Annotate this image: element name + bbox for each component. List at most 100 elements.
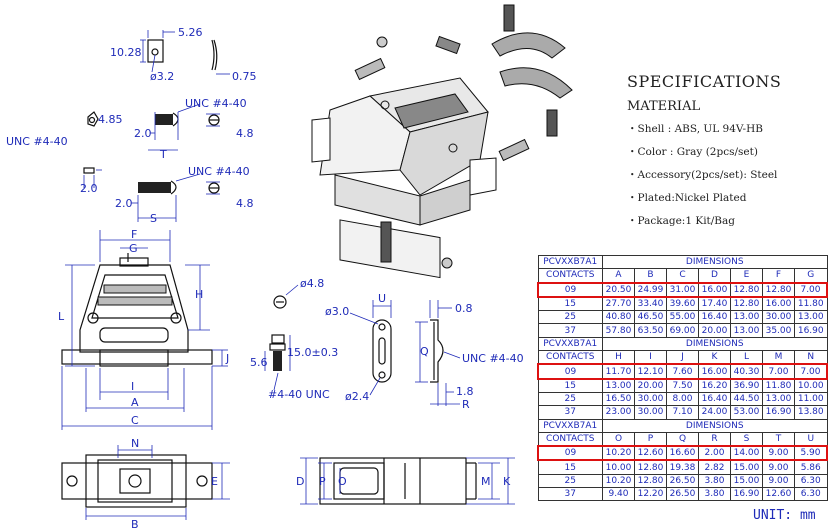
- label-i: I: [131, 380, 134, 393]
- label-n: N: [131, 437, 139, 450]
- column-header-cell: C: [666, 268, 699, 284]
- dimension-value-cell: 7.50: [666, 378, 699, 393]
- dimension-value-cell: 10.20: [602, 473, 635, 489]
- label-18: 1.8: [456, 385, 474, 398]
- label-d: D: [296, 475, 304, 488]
- label-unc-4: #4-40 UNC: [268, 388, 330, 401]
- dimension-value-cell: 16.50: [602, 391, 635, 407]
- dimension-value-cell: 16.20: [698, 378, 731, 393]
- column-header-cell: S: [730, 431, 763, 447]
- dimension-value-cell: 46.50: [634, 310, 667, 325]
- column-header-cell: F: [762, 268, 795, 284]
- dimension-value-cell: 31.00: [666, 281, 699, 298]
- dimension-value-cell: 16.00: [762, 296, 795, 312]
- dimension-value-cell: 17.40: [698, 296, 731, 312]
- label-g: G: [129, 242, 138, 255]
- dimension-value-cell: 9.00: [762, 445, 795, 462]
- dimension-value-cell: 11.70: [602, 363, 635, 380]
- dimension-value-cell: 13.80: [794, 405, 828, 420]
- column-header-cell: N: [794, 350, 828, 365]
- dimension-value-cell: 7.00: [794, 363, 828, 380]
- column-header-cell: E: [730, 268, 763, 284]
- contacts-cell: 09: [537, 363, 603, 380]
- column-header-cell: D: [698, 268, 731, 284]
- dimension-value-cell: 36.90: [730, 378, 763, 393]
- dimension-value-cell: 44.50: [730, 391, 763, 407]
- exploded-iso-view: [311, 4, 573, 279]
- column-header-cell: A: [602, 268, 635, 284]
- dimension-value-cell: 16.40: [698, 310, 731, 325]
- label-r: R: [462, 398, 470, 411]
- column-header-cell: G: [794, 268, 828, 284]
- dimension-value-cell: 12.80: [730, 296, 763, 312]
- contacts-cell: 15: [537, 378, 603, 393]
- dimension-value-cell: 2.00: [698, 445, 731, 462]
- label-08: 0.8: [455, 302, 473, 315]
- contacts-cell: 37: [537, 405, 603, 420]
- label-48c: ø4.8: [300, 277, 324, 290]
- dimension-value-cell: 30.00: [762, 310, 795, 325]
- spec-shell: ・Shell : ABS, UL 94V-HB: [627, 123, 763, 135]
- label-56: 5.6: [250, 356, 268, 369]
- dimension-value-cell: 16.90: [794, 323, 828, 338]
- dimension-value-cell: 26.50: [666, 487, 699, 502]
- specifications-block: SPECIFICATIONS MATERIAL ・Shell : ABS, UL…: [627, 72, 781, 236]
- screw-head-round: [273, 284, 299, 309]
- hood-front-view: [61, 230, 228, 430]
- label-h: H: [195, 288, 203, 301]
- dimension-value-cell: 12.60: [762, 487, 795, 502]
- label-526: 5.26: [178, 26, 203, 39]
- dimension-value-cell: 16.40: [698, 391, 731, 407]
- label-j: J: [225, 352, 229, 365]
- dimension-value-cell: 3.80: [698, 487, 731, 502]
- dimensions-header-cell: DIMENSIONS: [602, 336, 828, 352]
- column-header-cell: Q: [666, 431, 699, 447]
- column-header-cell: L: [730, 350, 763, 365]
- part-number-cell: PCVXXB7A1: [537, 254, 603, 270]
- label-unc-2: UNC #4-40: [188, 165, 250, 178]
- unit-label: UNIT: mm: [753, 508, 816, 523]
- dimension-value-cell: 15.00: [730, 473, 763, 489]
- dimension-value-cell: 12.80: [634, 473, 667, 489]
- contacts-cell: 25: [537, 391, 603, 407]
- column-header-cell: R: [698, 431, 731, 447]
- dimension-value-cell: 30.00: [634, 405, 667, 420]
- label-s: S: [150, 212, 157, 225]
- contacts-cell: 15: [537, 296, 603, 312]
- dimension-value-cell: 24.99: [634, 281, 667, 298]
- dimension-value-cell: 16.90: [730, 487, 763, 502]
- dimension-value-cell: 16.00: [698, 363, 731, 380]
- washer-clip-small-view: [140, 30, 175, 73]
- dimension-value-cell: 9.40: [602, 487, 635, 502]
- dimension-value-cell: 57.80: [602, 323, 635, 338]
- dimension-value-cell: 26.50: [666, 473, 699, 489]
- dimension-value-cell: 11.80: [762, 378, 795, 393]
- contacts-cell: 09: [537, 281, 603, 298]
- label-20c: 2.0: [115, 197, 133, 210]
- dimension-value-cell: 20.00: [698, 323, 731, 338]
- dimension-value-cell: 12.80: [762, 281, 795, 298]
- dimension-value-cell: 12.20: [634, 487, 667, 502]
- contacts-cell: 25: [537, 473, 603, 489]
- dimension-value-cell: 8.00: [666, 391, 699, 407]
- dimension-value-cell: 40.30: [730, 363, 763, 380]
- clamp-front-view: [349, 300, 392, 396]
- contacts-cell: 15: [537, 459, 603, 475]
- label-30: ø3.0: [325, 305, 349, 318]
- dimension-value-cell: 6.30: [794, 473, 828, 489]
- dimension-value-cell: 24.00: [698, 405, 731, 420]
- dimension-value-cell: 10.00: [794, 378, 828, 393]
- dimension-value-cell: 23.00: [602, 405, 635, 420]
- dimension-value-cell: 2.82: [698, 459, 731, 475]
- screw-t-view: [87, 103, 220, 151]
- dimension-value-cell: 12.80: [634, 459, 667, 475]
- contacts-cell: 09: [537, 445, 603, 462]
